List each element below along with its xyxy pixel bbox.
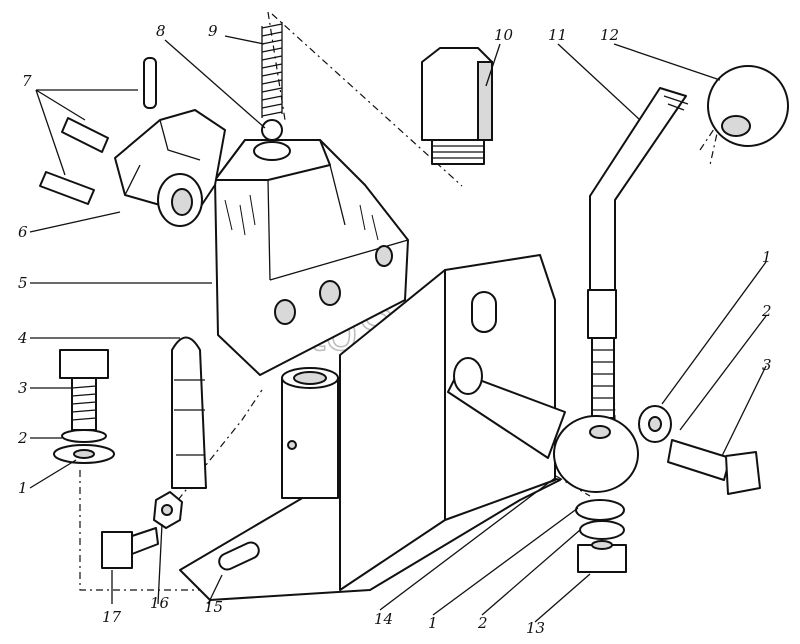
callout-2-right: 2 [761,302,772,320]
pins-part-7 [39,57,157,205]
bolt-part-17 [101,527,159,569]
callout-1-right: 1 [762,248,772,266]
callout-5: 5 [18,274,28,292]
callout-7: 7 [22,72,32,90]
nut-assembly-bottom [575,499,627,573]
callout-16: 16 [150,594,170,612]
callout-9: 9 [208,22,218,40]
ball-part-8 [261,119,283,141]
callout-1-left: 1 [18,479,28,497]
callout-labels: 7 8 9 10 11 12 6 5 4 3 2 1 1 2 3 17 16 1… [17,22,772,637]
bolt-assembly-right [638,405,761,495]
plug-part-10 [421,47,493,165]
nut-part-16 [153,491,183,529]
tube-spacer [281,367,339,499]
callout-2-left: 2 [17,429,28,447]
knob-part-12 [707,65,789,147]
callout-14: 14 [374,610,393,628]
callout-17: 17 [102,608,122,626]
callout-4: 4 [17,329,28,347]
callout-10: 10 [494,26,514,44]
guide-fork-part-6 [114,109,226,227]
callout-1-bottom: 1 [428,614,438,632]
callout-6: 6 [18,223,28,241]
spring-part-9 [261,22,283,118]
callout-3-right: 3 [762,356,772,374]
callout-8: 8 [156,22,166,40]
shaft-part-14 [447,357,639,493]
leader-lines [29,35,767,623]
bracket-block-part-5 [214,139,409,376]
callout-3-left: 3 [18,379,28,397]
callout-13: 13 [526,619,545,637]
spring-seat-hole [253,141,291,161]
callout-15: 15 [204,598,223,616]
rod-part-4 [171,336,207,489]
callout-12: 12 [600,26,619,44]
lever-part-11 [587,87,689,419]
callout-2-bottom: 2 [477,614,488,632]
callout-11: 11 [548,26,567,44]
bolt-assembly-left [53,349,115,464]
